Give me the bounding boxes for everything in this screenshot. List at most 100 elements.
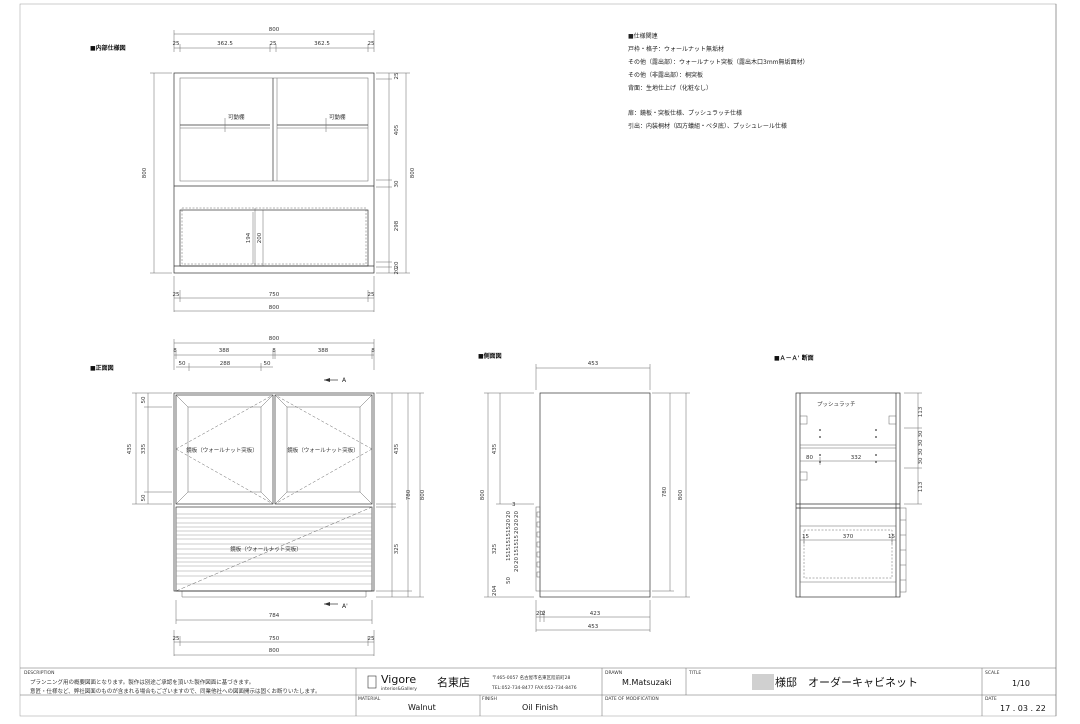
front-bottom-total: 800 xyxy=(269,648,280,654)
section-drawer-dim-0: 15 xyxy=(802,534,809,540)
tb-scale-label: SCALE xyxy=(985,670,1000,676)
spec-line-1: その他（露出部）：ウォールナット突板（露出木口3mm無垢面材） xyxy=(628,58,809,66)
side-slat-15: 20 xyxy=(514,565,520,572)
section-inner-dim-0: 80 xyxy=(806,455,813,461)
front-seg-0: 8 xyxy=(173,348,177,354)
spec-line-6: 引出：内装桐材（四方蟻組・べタ底）、プッシュレール仕様 xyxy=(628,122,787,130)
front-bottom-seg-0: 25 xyxy=(173,636,180,642)
section-right-dim-0: 113 xyxy=(918,406,924,417)
tb-tel: TEL:052-734-8477 FAX:052-734-8476 xyxy=(491,685,577,691)
side-slat-11: 15 xyxy=(514,535,520,542)
section-marker-a-prime: A' xyxy=(342,603,348,610)
interior-right-dim-4: 20 xyxy=(394,261,400,268)
interior-bottom-seg-2: 25 xyxy=(368,292,375,298)
side-slat-10: 20 xyxy=(514,527,520,534)
front-sub-1: 288 xyxy=(220,361,231,367)
interior-left-height: 800 xyxy=(142,167,148,178)
interior-bottom-seg-1: 750 xyxy=(269,292,280,298)
front-bottom-seg-1: 750 xyxy=(269,636,280,642)
tb-title-label: TITLE xyxy=(688,670,701,676)
spec-heading: ■仕様関連 xyxy=(628,32,658,40)
side-push-pads xyxy=(536,511,541,578)
side-left-dim-1: 435 xyxy=(492,443,498,454)
front-seg-2: 8 xyxy=(272,348,276,354)
front-left-inner-1: 335 xyxy=(141,443,147,454)
tb-date-mod-label: DATE OF MODIFICATION xyxy=(605,696,659,702)
side-slat-5: 15 xyxy=(506,540,512,547)
section-view: ■Ａ－Ａ' 断面 プッシュラッチ 80 332 xyxy=(774,354,924,598)
front-left-outer: 435 xyxy=(127,443,133,454)
interior-shelf-label-right: 可動棚 xyxy=(329,113,346,121)
interior-right-dim-0: 25 xyxy=(394,72,400,79)
section-inner-dim-1: 332 xyxy=(851,455,862,461)
tb-date-label: DATE xyxy=(985,696,997,702)
section-right-dim-1: 30 xyxy=(918,430,924,437)
spec-line-3: 背面：生地仕上げ（化粧なし） xyxy=(628,84,712,92)
interior-seg-2: 25 xyxy=(270,41,277,47)
interior-view: ■内部仕様図 800 25 362.5 25 362.5 25 可動棚 可動棚 xyxy=(90,27,416,312)
side-right-dim-1: 800 xyxy=(678,489,684,500)
front-seg-4: 8 xyxy=(371,348,375,354)
interior-right-total: 800 xyxy=(410,167,416,178)
interior-shelf-label-left: 可動棚 xyxy=(228,113,245,121)
side-left-dim-0: 800 xyxy=(480,489,486,500)
tb-material: Walnut xyxy=(408,703,436,712)
interior-top-total: 800 xyxy=(269,27,280,33)
front-sub-2: 50 xyxy=(264,361,271,367)
section-drawer-dim-2: 15 xyxy=(888,534,895,540)
side-bottom-seg-2: 423 xyxy=(590,611,601,617)
redacted-name xyxy=(752,674,774,690)
front-drawer-slats xyxy=(176,513,372,585)
tb-description-label: DESCRIPTION xyxy=(24,670,54,676)
side-bottom-seg-0: 20 xyxy=(536,611,543,617)
side-slat-9: 20 xyxy=(514,519,520,526)
interior-bottom-total: 800 xyxy=(269,305,280,311)
tb-description-line-1: 意匠・仕様など、弊社図面のものが含まれる場合もございますので、同業他社への図面開… xyxy=(30,687,320,695)
front-bottom-seg-2: 25 xyxy=(368,636,375,642)
brand-logo-icon xyxy=(367,675,377,689)
interior-seg-1: 362.5 xyxy=(217,41,233,47)
section-marker-a: A xyxy=(342,377,347,384)
tb-title: 様邸 オーダーキャビネット xyxy=(775,675,918,689)
front-left-inner-0: 50 xyxy=(141,396,147,403)
section-drawer-dim-1: 370 xyxy=(843,534,854,540)
front-right-dim-1: 780 xyxy=(406,489,412,500)
front-left-inner-2: 50 xyxy=(141,494,147,501)
sheet-border xyxy=(19,3,1057,717)
interior-bottom-seg-0: 25 xyxy=(173,292,180,298)
spec-line-0: 戸枠・格子：ウォールナット無垢材 xyxy=(628,45,724,53)
side-slat-8: 20 xyxy=(514,511,520,518)
section-shelf-pins xyxy=(819,429,877,463)
side-bottom-total: 453 xyxy=(588,624,599,630)
side-left-dim-2: 325 xyxy=(492,543,498,554)
side-view: ■側面図 453 800 435 325 3 20 xyxy=(478,352,690,632)
front-right-dim-2: 800 xyxy=(420,489,426,500)
section-right-slats xyxy=(899,507,907,593)
front-right-dim-0: 435 xyxy=(394,443,400,454)
tb-finish: Oil Finish xyxy=(522,703,558,712)
tb-address: 〒465-0057 名古屋市名東区陸前町28 xyxy=(492,674,570,681)
tb-scale: 1/10 xyxy=(1012,679,1030,688)
side-top-depth: 453 xyxy=(588,361,599,367)
interior-seg-0: 25 xyxy=(173,41,180,47)
tb-date: 17 . 03 . 22 xyxy=(1000,704,1046,713)
front-top-total: 800 xyxy=(269,336,280,342)
tb-material-label: MATERIAL xyxy=(358,696,381,702)
side-view-label: ■側面図 xyxy=(478,352,502,360)
interior-right-dim-1: 405 xyxy=(394,124,400,135)
section-view-label: ■Ａ－Ａ' 断面 xyxy=(774,354,814,362)
interior-drawer-dim-1: 200 xyxy=(257,232,263,243)
tb-description-line-0: プランニング用の概要図面となります。製作は別途ご承認を頂いた製作図面に基づきます… xyxy=(30,678,254,686)
side-slat-dims: 3 20 20 15 15 15 15 15 20 20 20 15 15 15… xyxy=(492,502,520,596)
side-slat-1: 20 xyxy=(506,511,512,518)
front-view-label: ■正面図 xyxy=(90,364,114,372)
side-slat-12: 15 xyxy=(514,542,520,549)
front-door-text-left: 鏡板（ウォールナット突板） xyxy=(186,446,258,454)
title-block: DESCRIPTION プランニング用の概要図面となります。製作は別途ご承認を頂… xyxy=(20,667,1056,716)
tb-finish-label: FINISH xyxy=(482,696,497,702)
section-right-dim-3: 30 xyxy=(918,448,924,455)
side-slat-3: 15 xyxy=(506,526,512,533)
tb-drawn-label: DRAWN xyxy=(605,670,622,676)
section-right-dim-2: 30 xyxy=(918,439,924,446)
front-seg-1: 388 xyxy=(219,348,230,354)
